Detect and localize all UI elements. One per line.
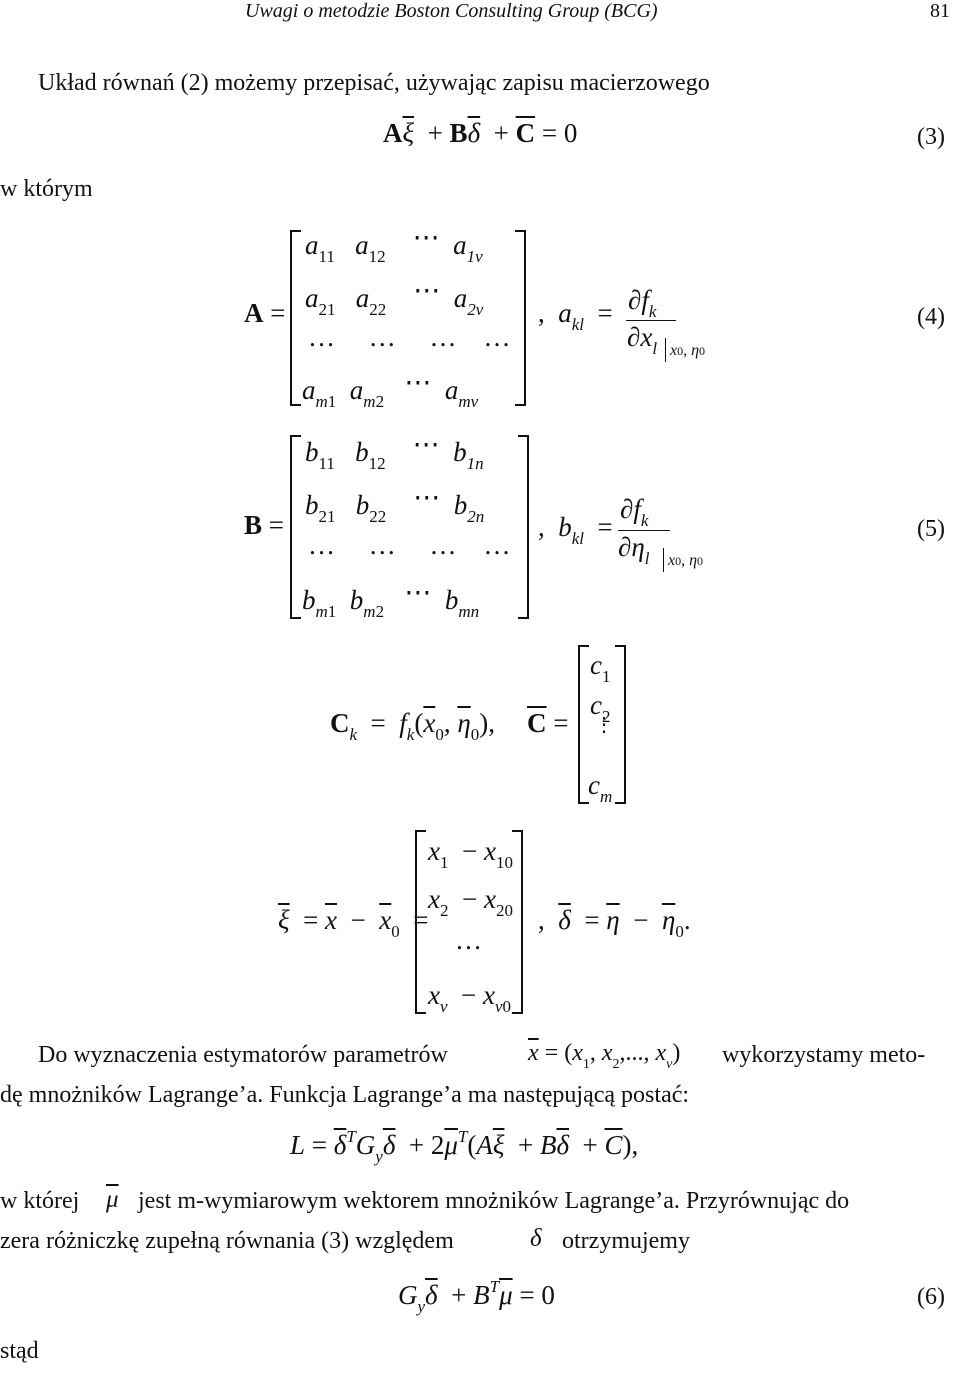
- zera-rest: otrzymujemy: [562, 1228, 690, 1254]
- matrix-a-label: A =: [244, 298, 286, 328]
- matrix-b-row-2: b21 b22 ⋯ b2n: [305, 482, 485, 526]
- ck-definition: Ck = fk(x0, η0),: [330, 708, 495, 744]
- lagrange-line: dę mnożników Lagrange’a. Funkcja Lagrang…: [0, 1082, 690, 1108]
- matrix-b-left-bracket: [290, 435, 301, 619]
- c-vector-label: C =: [527, 708, 569, 738]
- xi-definition: ξ = x − x0 =: [278, 905, 429, 941]
- parameter-vector: x = (x1, x2,..., xv): [528, 1040, 681, 1072]
- xi-vector-entry-1: x1 − x10: [428, 836, 513, 872]
- w-ktorej-rest: jest m-wymiarowym wektorem mnożników Lag…: [138, 1188, 850, 1214]
- page-number: 81: [930, 0, 950, 22]
- xi-vector-entry-v: xv − xv0: [428, 980, 512, 1016]
- equation-number-6: (6): [917, 1284, 945, 1310]
- bkl-fraction-bar: [618, 530, 670, 531]
- bkl-eval-point: x0, η0: [668, 552, 704, 569]
- matrix-a-left-bracket: [290, 230, 301, 406]
- bkl-eval-bar: [663, 548, 664, 572]
- matrix-a-row-2: a21 a22 ⋯ a2v: [305, 275, 484, 319]
- bkl-denominator: ∂ηl: [618, 532, 650, 568]
- matrix-b-row-1: b11 b12 ⋯ b1n: [305, 429, 484, 473]
- matrix-a-row-3: … … … …: [308, 322, 511, 352]
- matrix-b-row-3: … … … …: [308, 530, 511, 560]
- w-ktorej-text: w której: [0, 1188, 80, 1214]
- c-vector-entry-m: cm: [588, 770, 613, 806]
- akl-definition: , akl =: [538, 298, 613, 334]
- akl-eval-bar: [665, 338, 666, 362]
- matrix-a-row-4: am1 am2 ⋯ amv: [302, 367, 479, 411]
- xi-vector-ellipsis: …: [455, 925, 482, 955]
- equation-3: Aξ + Bδ + C = 0: [383, 118, 578, 148]
- xi-vector-right-bracket: [512, 830, 523, 1014]
- matrix-b-row-4: bm1 bm2 ⋯ bmn: [302, 577, 480, 621]
- c-vector-right-bracket: [615, 645, 626, 804]
- bkl-definition: , bkl =: [538, 512, 613, 548]
- do-wyznaczenia-tail: wykorzystamy meto-: [722, 1042, 926, 1068]
- equation-number-4: (4): [917, 304, 945, 330]
- c-vector-vdots: ⋮: [594, 714, 614, 736]
- akl-eval-point: x0, η0: [670, 342, 706, 359]
- matrix-b-right-bracket: [518, 435, 529, 619]
- delta-symbol: δ: [530, 1225, 542, 1252]
- matrix-b-label: B =: [244, 510, 284, 540]
- xi-vector-left-bracket: [415, 830, 426, 1014]
- w-ktorym-text: w którym: [0, 176, 93, 202]
- intro-paragraph: Układ równań (2) możemy przepisać, używa…: [38, 70, 710, 96]
- xi-vector-entry-2: x2 − x20: [428, 884, 513, 920]
- do-wyznaczenia-text: Do wyznaczenia estymatorów parametrów: [38, 1042, 448, 1068]
- akl-denominator: ∂xl: [627, 322, 658, 358]
- mu-symbol: μ: [106, 1186, 119, 1213]
- delta-definition: , δ = η − η0.: [538, 905, 691, 941]
- stad-text: stąd: [0, 1338, 39, 1364]
- running-header-title: Uwagi o metodzie Boston Consulting Group…: [245, 0, 658, 22]
- matrix-a-right-bracket: [515, 230, 526, 406]
- c-vector-entry-1: c1: [590, 650, 611, 686]
- equation-number-3: (3): [917, 124, 945, 150]
- akl-numerator: ∂fk: [628, 285, 657, 321]
- equation-6: Gyδ + BTμ = 0: [398, 1277, 555, 1316]
- bkl-numerator: ∂fk: [620, 494, 649, 530]
- c-vector-left-bracket: [578, 645, 589, 804]
- zera-text: zera różniczkę zupełną równania (3) wzgl…: [0, 1228, 454, 1254]
- akl-fraction-bar: [626, 320, 676, 321]
- matrix-a-row-1: a11 a12 ⋯ a1v: [305, 222, 483, 266]
- equation-number-5: (5): [917, 516, 945, 542]
- lagrange-function: L = δTGyδ + 2μT(Aξ + Bδ + C),: [290, 1127, 639, 1166]
- c-vector-entry-2: c2: [590, 690, 611, 726]
